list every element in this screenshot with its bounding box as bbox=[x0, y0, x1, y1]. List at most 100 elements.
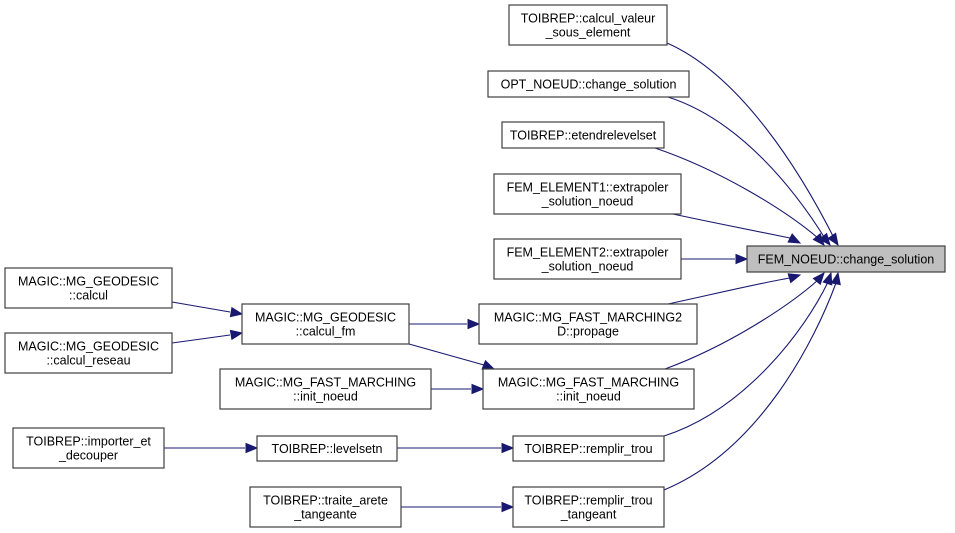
caller-node-geo-calcul[interactable]: MAGIC::MG_GEODESIC::calcul bbox=[4, 267, 173, 309]
node-label: FEM_NOEUD::change_solution bbox=[758, 253, 935, 267]
node-label: ::init_noeud bbox=[556, 390, 621, 404]
caller-node-fem-el1[interactable]: FEM_ELEMENT1::extrapoler_solution_noeud bbox=[493, 173, 682, 215]
node-label: TOIBREP::importer_et bbox=[26, 435, 151, 449]
node-label: MAGIC::MG_FAST_MARCHING2 bbox=[494, 311, 682, 325]
arrowhead-icon bbox=[467, 318, 481, 330]
edge-geo_reseau-to-geo_fm bbox=[171, 329, 244, 344]
node-label: FEM_ELEMENT1::extrapoler bbox=[507, 181, 669, 195]
caller-node-fm-init-right[interactable]: MAGIC::MG_FAST_MARCHING::init_noeud bbox=[482, 368, 695, 410]
edge-etendre-to-fem_noeud bbox=[654, 147, 825, 247]
node-box[interactable] bbox=[487, 70, 690, 98]
caller-node-geo-fm[interactable]: MAGIC::MG_GEODESIC::calcul_fm bbox=[241, 303, 410, 345]
edge-line bbox=[663, 282, 837, 491]
node-box[interactable] bbox=[482, 368, 695, 410]
edge-levelsetn-to-remplir_trou bbox=[397, 442, 515, 454]
caller-node-traite-arete[interactable]: TOIBREP::traite_arete_tangeante bbox=[249, 486, 402, 528]
edge-opt_noeud-to-fem_noeud bbox=[667, 96, 831, 247]
node-label: ::init_noeud bbox=[293, 390, 358, 404]
node-label: MAGIC::MG_GEODESIC bbox=[255, 311, 396, 325]
edge-geo_fm-to-fm_init_right bbox=[408, 343, 496, 370]
node-label: _sous_element bbox=[545, 26, 631, 40]
caller-node-remplir-trou[interactable]: TOIBREP::remplir_trou bbox=[512, 435, 665, 462]
edge-calcul_valeur-to-fem_noeud bbox=[666, 42, 839, 247]
node-label: FEM_ELEMENT2::extrapoler bbox=[507, 246, 669, 260]
arrowhead-icon bbox=[481, 359, 496, 370]
node-label: ::calcul_fm bbox=[296, 325, 356, 339]
node-box[interactable] bbox=[512, 435, 665, 462]
arrowhead-icon bbox=[787, 273, 802, 284]
edge-fm_init_left-to-fm_init_right bbox=[431, 383, 485, 395]
node-label: D::propage bbox=[557, 325, 619, 339]
edge-importer-to-levelsetn bbox=[164, 442, 259, 454]
edge-line bbox=[664, 279, 819, 370]
caller-node-calcul-valeur[interactable]: TOIBREP::calcul_valeur_sous_element bbox=[508, 4, 668, 46]
edge-line bbox=[667, 212, 791, 239]
caller-node-remplir-tangeant[interactable]: TOIBREP::remplir_trou_tangeant bbox=[512, 486, 665, 528]
node-label: TOIBREP::traite_arete bbox=[263, 494, 388, 508]
node-box[interactable] bbox=[4, 267, 173, 309]
nodes-layer: FEM_NOEUD::change_solution TOIBREP::calcu… bbox=[4, 4, 946, 528]
node-label: MAGIC::MG_GEODESIC bbox=[18, 275, 159, 289]
node-label: MAGIC::MG_FAST_MARCHING bbox=[498, 376, 679, 390]
caller-node-fm-init-left[interactable]: MAGIC::MG_FAST_MARCHING::init_noeud bbox=[219, 368, 432, 410]
node-box[interactable] bbox=[746, 245, 946, 273]
node-box[interactable] bbox=[4, 332, 173, 374]
edge-geo_calcul-to-geo_fm bbox=[171, 301, 244, 318]
arrowhead-icon bbox=[229, 329, 244, 341]
target-node[interactable]: FEM_NOEUD::change_solution bbox=[746, 245, 946, 273]
arrowhead-icon bbox=[735, 253, 749, 265]
node-label: _tangeant bbox=[560, 508, 617, 522]
arrowhead-icon bbox=[229, 306, 244, 318]
node-box[interactable] bbox=[512, 486, 665, 528]
node-box[interactable] bbox=[478, 303, 698, 345]
node-label: TOIBREP::remplir_trou bbox=[524, 442, 652, 456]
node-label: MAGIC::MG_GEODESIC bbox=[18, 340, 159, 354]
node-label: _decouper bbox=[58, 449, 118, 463]
arrowhead-icon bbox=[471, 383, 485, 395]
arrowhead-icon bbox=[787, 233, 802, 244]
node-label: TOIBREP::etendrelevelset bbox=[510, 129, 657, 143]
edge-traite_arete-to-remplir_tangeant bbox=[401, 501, 515, 513]
node-box[interactable] bbox=[12, 427, 165, 469]
node-box[interactable] bbox=[501, 121, 665, 149]
edge-remplir_tangeant-to-fem_noeud bbox=[663, 271, 841, 491]
caller-node-geo-reseau[interactable]: MAGIC::MG_GEODESIC::calcul_reseau bbox=[4, 332, 173, 374]
arrowhead-icon bbox=[501, 442, 515, 454]
edge-line bbox=[666, 42, 837, 243]
edges-layer bbox=[164, 42, 841, 513]
node-label: ::calcul_reseau bbox=[46, 354, 130, 368]
caller-node-etendre[interactable]: TOIBREP::etendrelevelset bbox=[501, 121, 665, 149]
arrowhead-icon bbox=[827, 232, 839, 247]
node-label: OPT_NOEUD::change_solution bbox=[501, 78, 677, 92]
edge-line bbox=[654, 147, 819, 239]
edge-remplir_trou-to-fem_noeud bbox=[663, 271, 833, 437]
arrowhead-icon bbox=[830, 271, 841, 286]
node-box[interactable] bbox=[256, 435, 398, 462]
node-label: MAGIC::MG_FAST_MARCHING bbox=[235, 376, 416, 390]
node-box[interactable] bbox=[493, 173, 682, 215]
edge-line bbox=[667, 96, 827, 241]
arrowhead-icon bbox=[812, 271, 825, 286]
caller-node-importer[interactable]: TOIBREP::importer_et_decouper bbox=[12, 427, 165, 469]
edge-line bbox=[171, 301, 231, 313]
node-label: TOIBREP::calcul_valeur bbox=[521, 12, 656, 26]
node-box[interactable] bbox=[508, 4, 668, 46]
arrowhead-icon bbox=[245, 442, 259, 454]
edge-line bbox=[663, 281, 829, 437]
caller-node-levelsetn[interactable]: TOIBREP::levelsetn bbox=[256, 435, 398, 462]
caller-node-opt-noeud[interactable]: OPT_NOEUD::change_solution bbox=[487, 70, 690, 98]
node-box[interactable] bbox=[249, 486, 402, 528]
edge-line bbox=[667, 277, 791, 305]
node-box[interactable] bbox=[241, 303, 410, 345]
edge-line bbox=[171, 334, 231, 344]
edge-fem_el1-to-fem_noeud bbox=[667, 212, 802, 244]
node-label: _solution_noeud bbox=[541, 195, 634, 209]
node-box[interactable] bbox=[493, 238, 682, 280]
edge-line bbox=[408, 343, 485, 366]
node-box[interactable] bbox=[219, 368, 432, 410]
edge-fm2d_propage-to-fem_noeud bbox=[667, 273, 802, 305]
node-label: ::calcul bbox=[69, 289, 108, 303]
caller-node-fem-el2[interactable]: FEM_ELEMENT2::extrapoler_solution_noeud bbox=[493, 238, 682, 280]
